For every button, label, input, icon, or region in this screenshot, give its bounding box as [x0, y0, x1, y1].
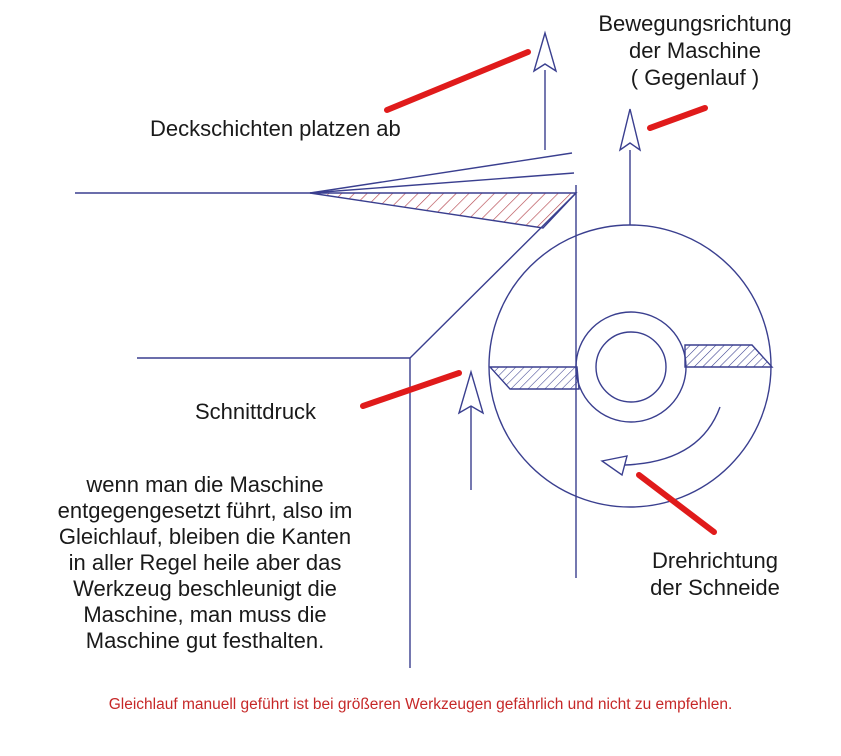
note-line: in aller Regel heile aber das	[68, 550, 342, 575]
rotation-label: Drehrichtung der Schneide	[630, 547, 800, 601]
chip-wedge	[309, 192, 578, 229]
note-line: Gleichlauf, bleiben die Kanten	[58, 524, 352, 549]
cutter-hub-inner	[595, 331, 667, 403]
cutter-blade-right	[684, 344, 774, 368]
cutter-hub-outer	[575, 311, 687, 423]
rotation-line-2: der Schneide	[650, 575, 780, 600]
rotation-arrow-head	[600, 455, 628, 477]
movement-direction-line-3: ( Gegenlauf )	[630, 65, 760, 90]
rotation-line-1: Drehrichtung	[652, 548, 778, 573]
movement-direction-line-1: Bewegungsrichtung	[598, 11, 792, 36]
pointer-pressure	[360, 370, 462, 409]
workpiece-diagonal-edge	[409, 192, 577, 359]
layers-chip-label: Deckschichten platzen ab	[150, 116, 401, 141]
splinter-line-upper	[309, 152, 573, 194]
note-line: Werkzeug beschleunigt die	[73, 576, 337, 601]
pressure-arrow-head	[457, 369, 485, 415]
pointer-movement	[647, 105, 708, 131]
chip-arrow-head	[532, 30, 558, 73]
note-line: wenn man die Maschine	[86, 472, 324, 497]
note-line: Maschine gut festhalten.	[85, 628, 325, 653]
movement-direction-label: Bewegungsrichtung der Maschine ( Gegenla…	[570, 10, 820, 91]
cutting-pressure-label: Schnittdruck	[195, 399, 317, 424]
note-line: Maschine, man muss die	[83, 602, 327, 627]
movement-direction-line-2: der Maschine	[628, 38, 762, 63]
warning-footer: Gleichlauf manuell geführt ist bei größe…	[108, 696, 733, 713]
rotation-arc	[624, 406, 721, 466]
splinter-line-lower	[309, 172, 575, 194]
note-line: entgegengesetzt führt, also im	[57, 498, 353, 523]
cutter-blade-left	[488, 366, 580, 390]
climb-milling-note: wenn man die Maschine entgegengesetzt fü…	[20, 472, 390, 654]
pointer-rotation	[636, 472, 717, 535]
pointer-layers	[384, 49, 531, 113]
movement-arrow-head	[618, 108, 642, 152]
